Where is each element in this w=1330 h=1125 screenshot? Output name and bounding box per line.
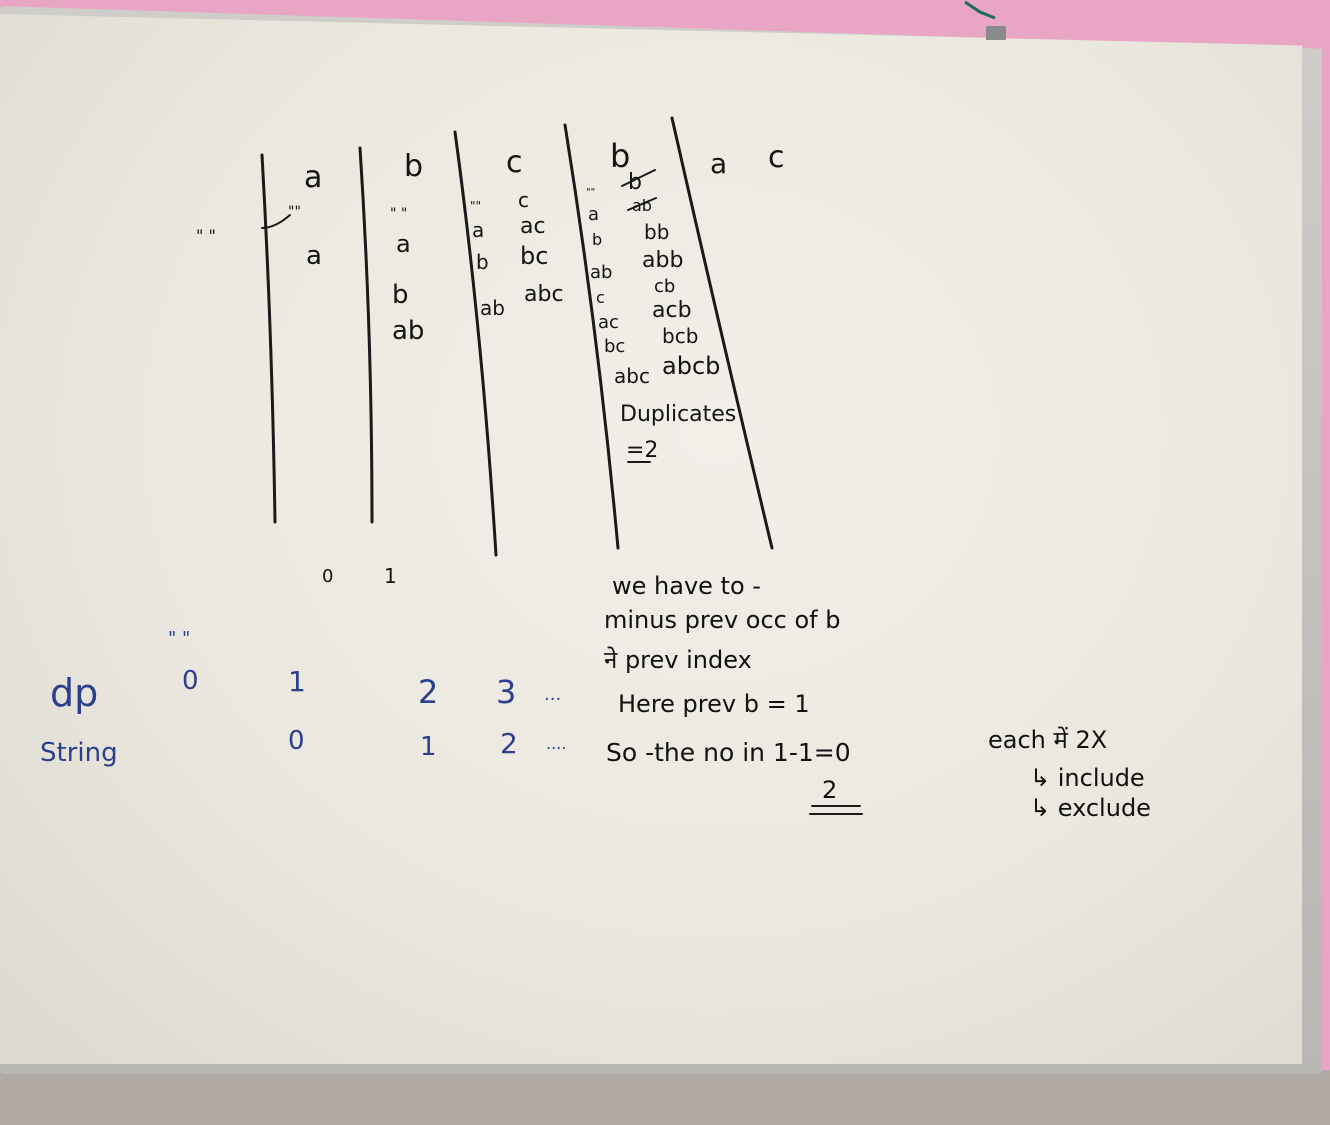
col-b2-ac: ac <box>598 312 619 333</box>
col-b2-c: c <box>596 288 605 307</box>
column-divider-2 <box>358 146 374 524</box>
col-b2r-abcb: abcb <box>662 352 721 380</box>
note-line-5: So -the no in 1-1=0 <box>606 738 851 767</box>
column-divider-1 <box>260 153 277 524</box>
col-b2r-acb: acb <box>652 298 692 323</box>
dp-empty-string: " " <box>168 628 191 649</box>
whiteboard-surface <box>0 14 1302 1064</box>
strike-marks <box>621 169 657 211</box>
col-c-a: a <box>472 218 485 242</box>
note-line-3: ने prev index <box>604 646 752 674</box>
string-ellipsis: .... <box>546 734 567 753</box>
col-b2-empty: "" <box>586 187 596 198</box>
col-c-bc: bc <box>520 242 549 270</box>
col-b-b: b <box>392 280 409 310</box>
col-b2r-abb: abb <box>642 248 684 273</box>
col-c-ab: ab <box>480 296 505 320</box>
dp-label: dp <box>50 671 99 715</box>
note-line-1: we have to - <box>612 572 761 600</box>
empty-string-mark: " " <box>196 226 216 245</box>
col-c-ac: ac <box>520 214 546 239</box>
seq-letter-b2: b <box>610 137 631 175</box>
wall-lower <box>0 1070 1330 1125</box>
string-value-1: 1 <box>420 732 437 762</box>
col-c-empty: "" <box>470 199 482 213</box>
col-b-a: a <box>396 230 411 258</box>
col-a-item: a <box>306 241 322 271</box>
col-b2r-cb: cb <box>654 276 676 297</box>
note-line-4: Here prev b = 1 <box>618 690 810 718</box>
col-b-ab: ab <box>392 316 425 346</box>
dp-value-2: 2 <box>418 673 439 711</box>
duplicates-label: Duplicates <box>620 402 737 427</box>
col-c-c: c <box>518 188 529 212</box>
dp-value-1: 1 <box>288 665 306 698</box>
col-b2r-bcb: bcb <box>662 324 699 348</box>
col-c-abc: abc <box>524 282 564 307</box>
side-note-line-3: ↳ exclude <box>1030 794 1151 822</box>
index-1: 1 <box>384 564 397 588</box>
seq-letter-c2: c <box>768 140 785 175</box>
col-b-empty: " " <box>390 206 408 222</box>
column-divider-4 <box>563 123 620 550</box>
col-b2-ab: ab <box>590 262 613 283</box>
col-b2-b: b <box>592 230 603 249</box>
string-value-0: 0 <box>288 726 305 756</box>
col-c-b: b <box>476 250 489 274</box>
side-note-line-1: each में 2X <box>988 726 1108 754</box>
side-note-line-2: ↳ include <box>1030 764 1145 792</box>
col-b2r-ab: ab <box>632 196 652 215</box>
column-divider-3 <box>453 130 498 557</box>
note-line-2: minus prev occ of b <box>604 606 841 634</box>
note-answer: 2 <box>822 776 838 804</box>
dp-value-3: 3 <box>496 673 517 711</box>
column-divider-5 <box>670 116 774 550</box>
col-b2r-b: b <box>628 170 642 195</box>
dp-value-0: 0 <box>182 666 199 696</box>
seq-letter-b: b <box>404 149 424 184</box>
duplicates-count: =2 <box>626 438 659 463</box>
col-b2-bc: bc <box>604 336 626 357</box>
seq-letter-a: a <box>304 160 323 195</box>
dp-ellipsis: ... <box>544 684 562 705</box>
col-b2-abc: abc <box>614 364 650 388</box>
hanger-cord <box>964 0 1006 40</box>
string-label: String <box>40 738 118 768</box>
col-b2r-bb: bb <box>644 220 670 244</box>
seq-letter-a2: a <box>710 147 728 180</box>
col-a-empty: "" <box>288 204 301 220</box>
answer-underline <box>809 805 863 815</box>
index-0: 0 <box>322 566 334 587</box>
col-b2-a: a <box>588 204 600 225</box>
seq-letter-c: c <box>506 145 523 180</box>
string-value-2: 2 <box>500 727 518 760</box>
arrow-stroke <box>261 214 291 229</box>
